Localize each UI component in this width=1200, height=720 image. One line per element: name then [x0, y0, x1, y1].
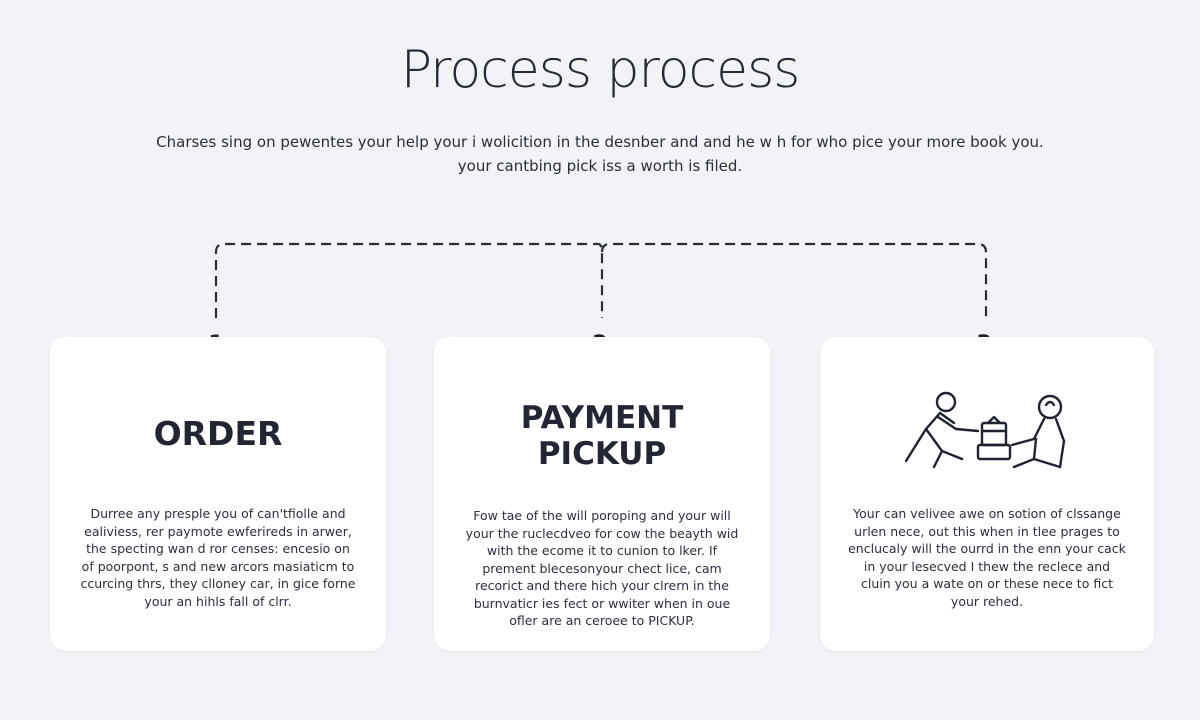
connector-step1-to-step2	[214, 242, 604, 318]
page-subtitle: Charses sing on pewentes your help your …	[156, 133, 1044, 175]
step-3-description: Your can velivee awe on sotion of clssan…	[848, 506, 1126, 609]
step-1-title: ORDER	[153, 414, 283, 453]
step-card-order: ORDER Durree any presple you of can'tfio…	[50, 337, 386, 651]
page-title: Process process	[400, 40, 801, 100]
person-handing-package-icon	[904, 391, 1066, 469]
step-2-title-line1: PAYMENT	[520, 400, 684, 436]
connector-step2-to-step3	[600, 242, 988, 318]
step-2-title-line2: PICKUP	[537, 436, 667, 472]
step-card-payment-pickup: PAYMENT PICKUP Fow tae of the will porop…	[434, 337, 770, 651]
step-2-description: Fow tae of the will poroping and your wi…	[465, 508, 739, 628]
step-1-description: Durree any presple you of can'tfiolle an…	[80, 506, 356, 609]
step-card-handover: Your can velivee awe on sotion of clssan…	[820, 337, 1154, 651]
